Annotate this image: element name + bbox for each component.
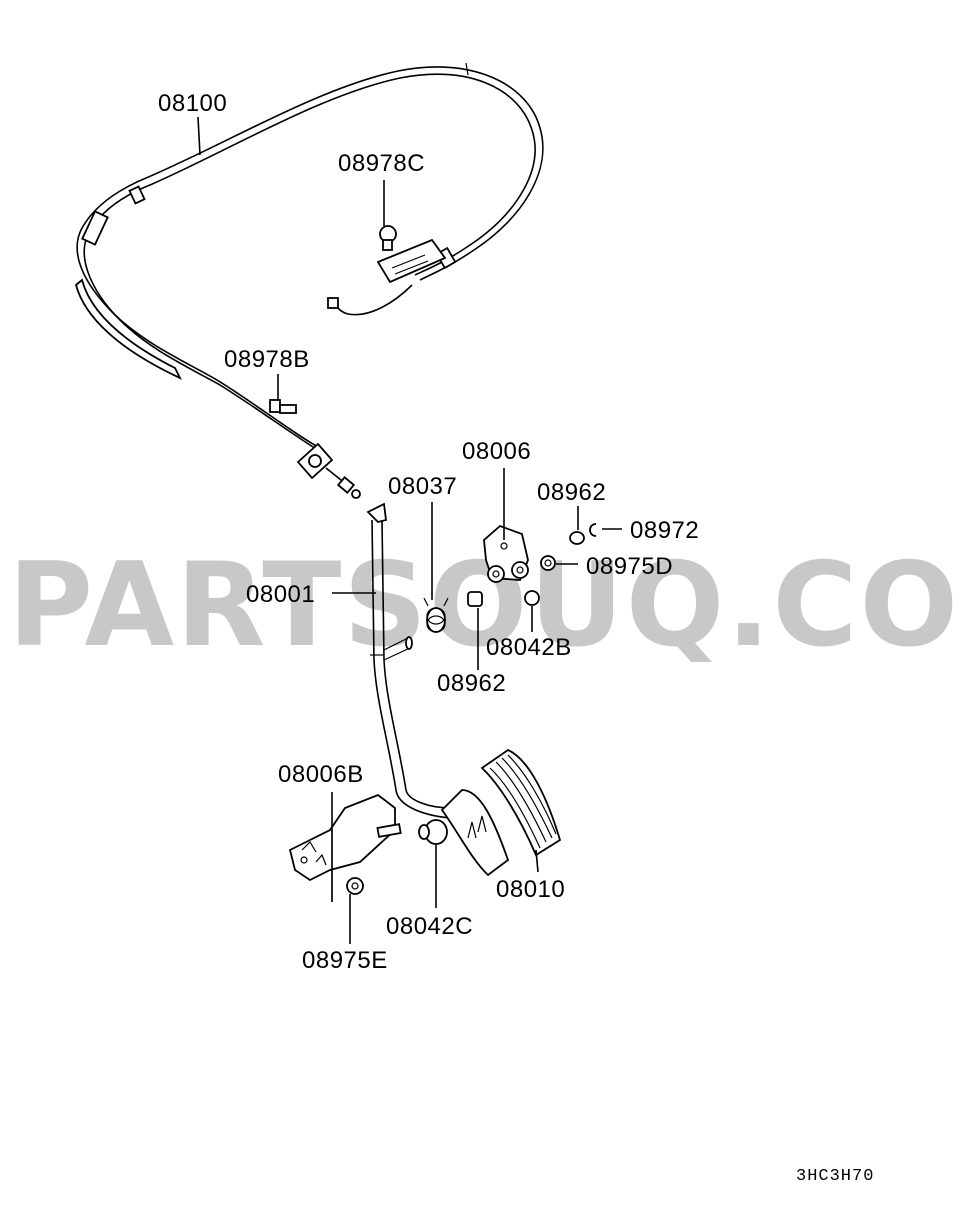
watermark: PARTSOUQ.COM	[8, 538, 960, 673]
clip-08978b[interactable]	[269, 374, 297, 414]
accelerator-cable[interactable]	[74, 62, 544, 456]
label-08010[interactable]: 08010	[496, 876, 565, 903]
pedal-pad[interactable]	[480, 748, 562, 857]
label-08962-upper[interactable]: 08962	[537, 479, 606, 506]
label-08975d[interactable]: 08975D	[586, 553, 673, 580]
bushing-08962-upper[interactable]	[569, 506, 585, 545]
label-08006[interactable]: 08006	[462, 438, 531, 465]
label-08042b[interactable]: 08042B	[486, 634, 572, 661]
label-08975e[interactable]: 08975E	[302, 947, 388, 974]
label-08037[interactable]: 08037	[388, 473, 457, 500]
label-08972[interactable]: 08972	[630, 517, 699, 544]
cable-bracket[interactable]	[327, 238, 447, 316]
nut-08975d[interactable]	[540, 555, 578, 571]
bushing-08962-lower[interactable]	[467, 591, 483, 670]
label-08001[interactable]: 08001	[246, 581, 315, 608]
return-spring[interactable]	[423, 502, 449, 633]
stopper-08042b[interactable]	[524, 590, 540, 632]
label-08100[interactable]: 08100	[158, 90, 227, 117]
label-08042c[interactable]: 08042C	[386, 913, 473, 940]
label-08978c[interactable]: 08978C	[338, 150, 425, 177]
label-08962-lower[interactable]: 08962	[437, 670, 506, 697]
label-08006b[interactable]: 08006B	[278, 761, 364, 788]
diagram-code: 3HC3H70	[796, 1167, 874, 1186]
pedal-arm[interactable]	[366, 502, 510, 877]
nut-08975e[interactable]	[346, 877, 364, 944]
clip-08972[interactable]	[589, 523, 622, 537]
leader-08010	[535, 849, 539, 873]
pedal-bracket-lower[interactable]	[288, 792, 402, 902]
clip-08978c[interactable]	[379, 180, 397, 251]
pedal-bracket[interactable]	[483, 468, 529, 583]
stopper-08042c[interactable]	[418, 819, 448, 908]
cable-end-fitting[interactable]	[296, 442, 361, 499]
label-08978b[interactable]: 08978B	[224, 346, 310, 373]
leader-08100	[197, 116, 201, 156]
